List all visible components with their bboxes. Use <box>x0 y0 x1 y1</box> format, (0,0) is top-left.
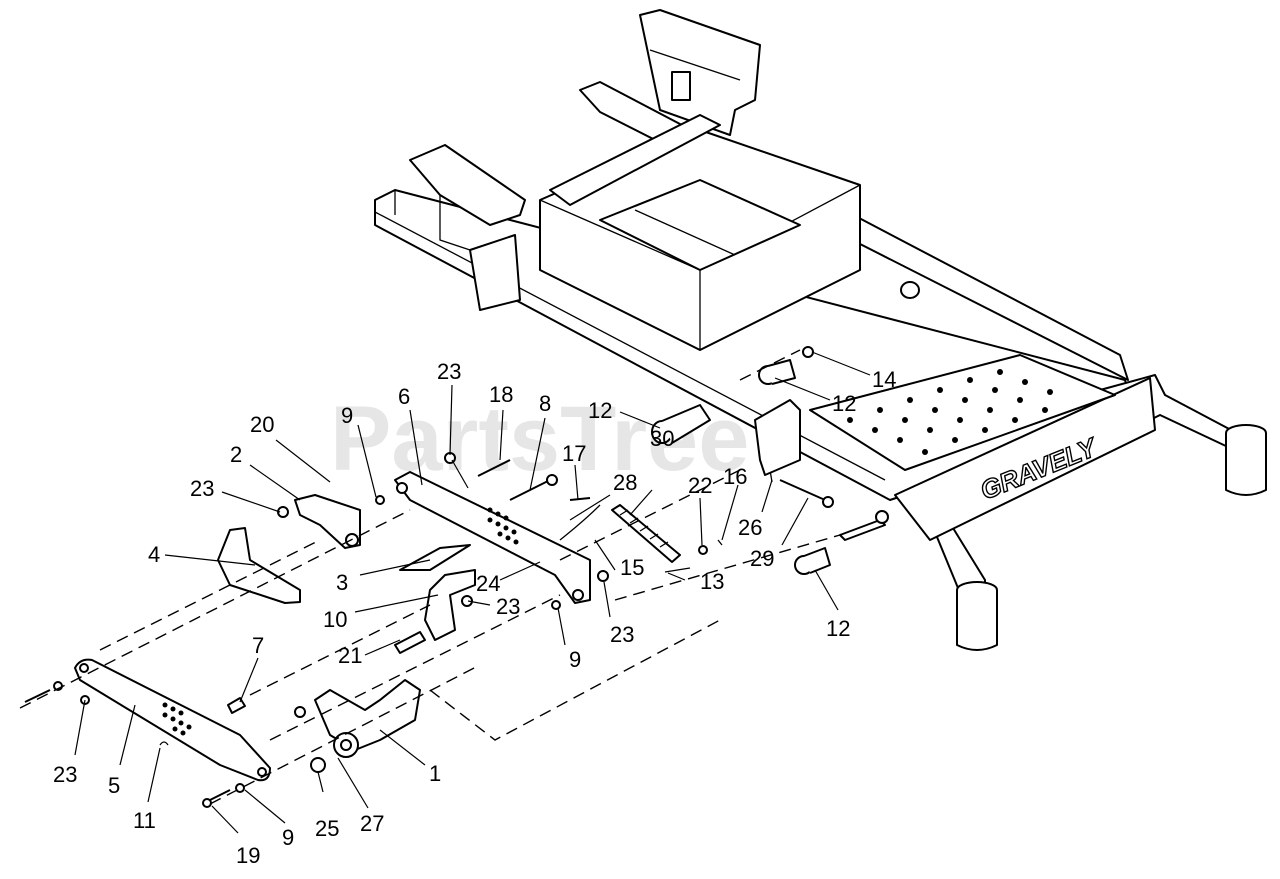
callout-22: 22 <box>688 473 712 498</box>
footplate-holes <box>847 369 1053 455</box>
callout-1: 1 <box>429 761 441 786</box>
callout-13: 13 <box>700 569 724 594</box>
callout-23-a: 23 <box>437 359 461 384</box>
callout-28: 28 <box>613 470 637 495</box>
callout-11: 11 <box>133 808 156 833</box>
callout-19: 19 <box>236 843 260 868</box>
callout-12-b: 12 <box>832 391 856 416</box>
pedal-bracket <box>394 471 591 604</box>
callout-25: 25 <box>315 816 339 841</box>
callout-14: 14 <box>872 367 896 392</box>
callout-30: 30 <box>650 426 674 451</box>
callout-4: 4 <box>148 542 160 567</box>
callout-3: 3 <box>336 570 348 595</box>
callout-6: 6 <box>398 384 410 409</box>
callout-17: 17 <box>562 441 586 466</box>
callout-23-b: 23 <box>190 476 214 501</box>
callout-23-e: 23 <box>53 762 77 787</box>
callout-16: 16 <box>723 464 747 489</box>
callout-15: 15 <box>620 555 644 580</box>
callout-2: 2 <box>230 442 242 467</box>
callout-21: 21 <box>338 643 362 668</box>
callout-12-a: 12 <box>588 398 612 423</box>
side-plate <box>74 658 271 782</box>
callout-23-d: 23 <box>610 622 634 647</box>
callout-23-c: 23 <box>496 594 520 619</box>
leader-lines <box>74 351 871 834</box>
assembly-lines <box>19 349 841 805</box>
callout-26: 26 <box>738 515 762 540</box>
callout-27: 27 <box>360 811 384 836</box>
callout-9-c: 9 <box>282 825 294 850</box>
callout-29: 29 <box>750 546 774 571</box>
callout-labels: 23 18 8 12 14 12 9 6 20 2 17 30 28 22 16… <box>53 359 896 868</box>
callout-7: 7 <box>252 633 264 658</box>
callout-8: 8 <box>539 391 551 416</box>
callout-18: 18 <box>489 382 513 407</box>
callout-12-c: 12 <box>826 616 850 641</box>
callout-20: 20 <box>250 412 274 437</box>
callout-10: 10 <box>323 607 347 632</box>
callout-5: 5 <box>108 773 120 798</box>
callout-9-a: 9 <box>341 403 353 428</box>
mower-frame: GRAVELY <box>374 9 1267 651</box>
callout-24: 24 <box>476 571 500 596</box>
callout-9-b: 9 <box>569 647 581 672</box>
